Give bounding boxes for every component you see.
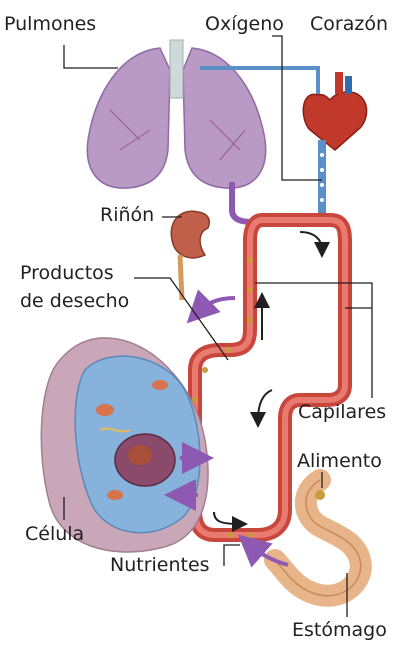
waste-arrow	[198, 298, 235, 312]
trachea	[170, 40, 183, 98]
flow-arrow-1	[300, 232, 322, 250]
label-corazon: Corazón	[310, 14, 388, 35]
purple-vessel	[232, 182, 252, 222]
label-productos-line1: Productos	[20, 263, 114, 284]
lungs-illustration	[87, 40, 265, 188]
label-rinon: Riñón	[100, 205, 154, 226]
leader-pulmones	[64, 45, 118, 68]
flow-arrow-3	[258, 390, 272, 420]
leader-capilares	[255, 283, 372, 398]
label-productos-line2: de desecho	[20, 291, 129, 312]
cell-illustration	[41, 338, 208, 552]
label-oxigeno: Oxígeno	[205, 14, 284, 35]
heart-illustration	[303, 72, 366, 150]
label-capilares: Capilares	[298, 402, 386, 423]
leader-nutrientes	[224, 545, 240, 566]
label-nutrientes: Nutrientes	[110, 555, 210, 576]
label-alimento: Alimento	[297, 451, 382, 472]
label-celula: Célula	[25, 524, 84, 545]
label-pulmones: Pulmones	[4, 14, 96, 35]
flow-arrow-4	[214, 512, 240, 524]
label-estomago: Estómago	[292, 620, 387, 641]
left-lung	[87, 48, 170, 188]
